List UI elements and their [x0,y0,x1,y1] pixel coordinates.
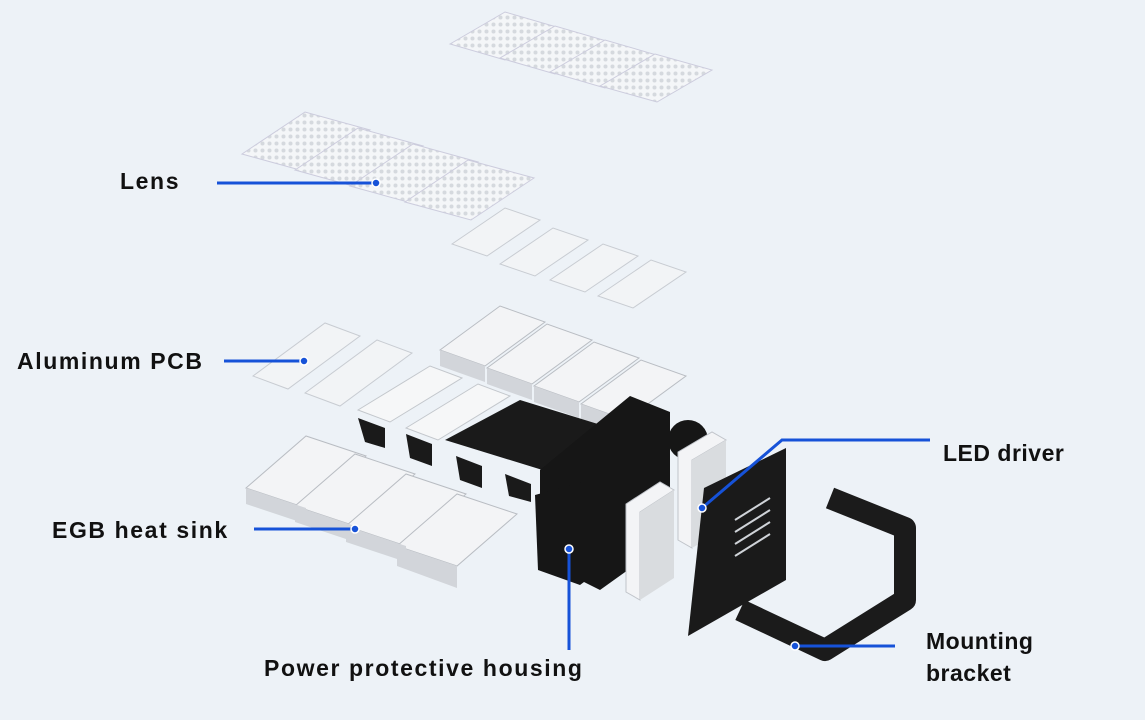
label-led-driver: LED driver [943,440,1065,466]
lens-row-top [448,11,714,103]
label-mounting-bracket-2: bracket [926,660,1012,686]
heat-sinks-back [438,305,688,436]
middle-plates [356,365,512,441]
mounting-bracket [735,487,916,661]
leader-lines [217,178,930,651]
heat-sinks-front [245,435,518,588]
back-plate [688,448,786,636]
label-power-housing: Power protective housing [264,655,584,681]
lens-row [240,111,536,221]
label-heat-sink: EGB heat sink [52,517,229,543]
pcb-plates [251,207,688,407]
label-mounting-bracket-1: Mounting [926,628,1034,654]
label-lens: Lens [120,168,181,194]
label-aluminum-pcb: Aluminum PCB [17,348,204,374]
